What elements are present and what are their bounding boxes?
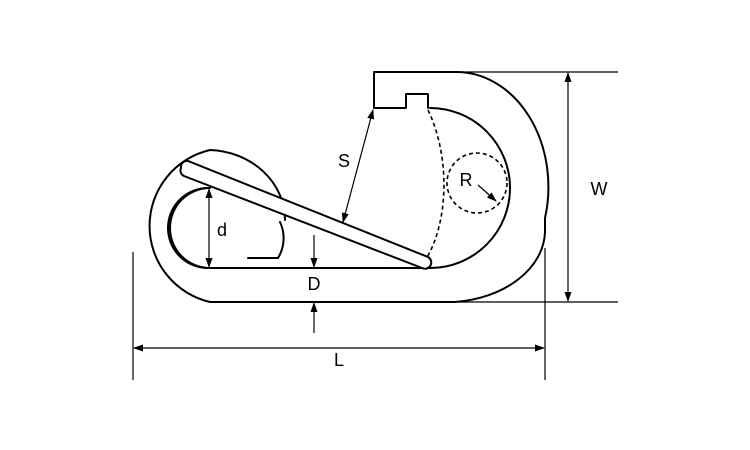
hook-outer-outline xyxy=(453,70,550,233)
d-small-label: d xyxy=(217,220,227,240)
hook-outer-back xyxy=(148,149,546,303)
hook-inner-outline xyxy=(169,107,511,269)
radius-circle xyxy=(446,152,508,214)
l-label: L xyxy=(334,350,344,370)
spring-gate xyxy=(179,159,433,270)
w-label: W xyxy=(591,179,608,199)
s-dimension-line xyxy=(341,109,375,223)
r-label: R xyxy=(460,170,473,190)
d-big-label: D xyxy=(308,274,321,294)
hook-nose xyxy=(373,71,455,109)
r-dimension-line xyxy=(477,184,497,202)
eye-inner-outline xyxy=(167,187,285,269)
gate-swing-dashed-curve xyxy=(421,109,445,266)
s-label: S xyxy=(338,151,350,171)
